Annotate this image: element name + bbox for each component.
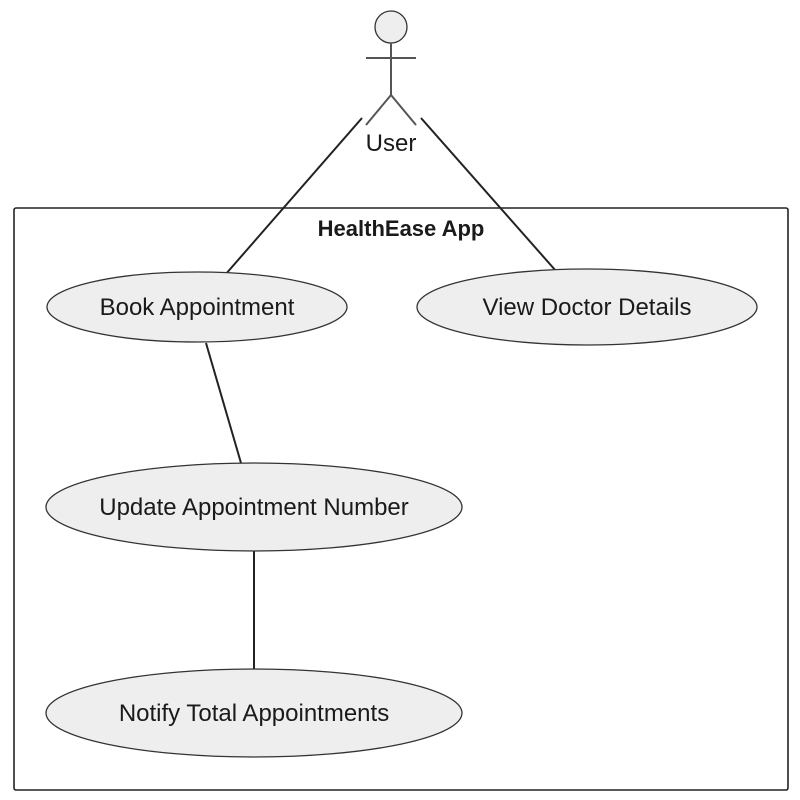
use-case-book-appointment[interactable]: Book Appointment [46,271,348,343]
use-case-notify-total-appointments[interactable]: Notify Total Appointments [45,668,463,758]
actor-right-leg [390,94,417,126]
use-case-update-appointment-number[interactable]: Update Appointment Number [45,462,463,552]
use-case-book-appointment-shape [46,271,348,343]
actor-left-leg [365,94,392,126]
use-case-view-doctor-details-shape [416,268,758,346]
use-case-update-appointment-number-label: Update Appointment Number [99,494,409,521]
use-case-view-doctor-details[interactable]: View Doctor Details [416,268,758,346]
system-title: HealthEase App [318,216,485,241]
association-user-view [420,117,557,272]
use-case-view-doctor-details-label: View Doctor Details [483,294,692,321]
use-case-notify-total-appointments-label: Notify Total Appointments [119,700,389,727]
association-user-book [224,117,363,276]
actor-head [374,10,408,44]
association-book-update [205,342,242,464]
use-case-book-appointment-label: Book Appointment [100,294,295,321]
stick-figure-actor-icon [365,10,417,126]
actor-label: User [366,130,417,157]
use-case-notify-total-appointments-shape [45,668,463,758]
use-case-update-appointment-number-shape [45,462,463,552]
